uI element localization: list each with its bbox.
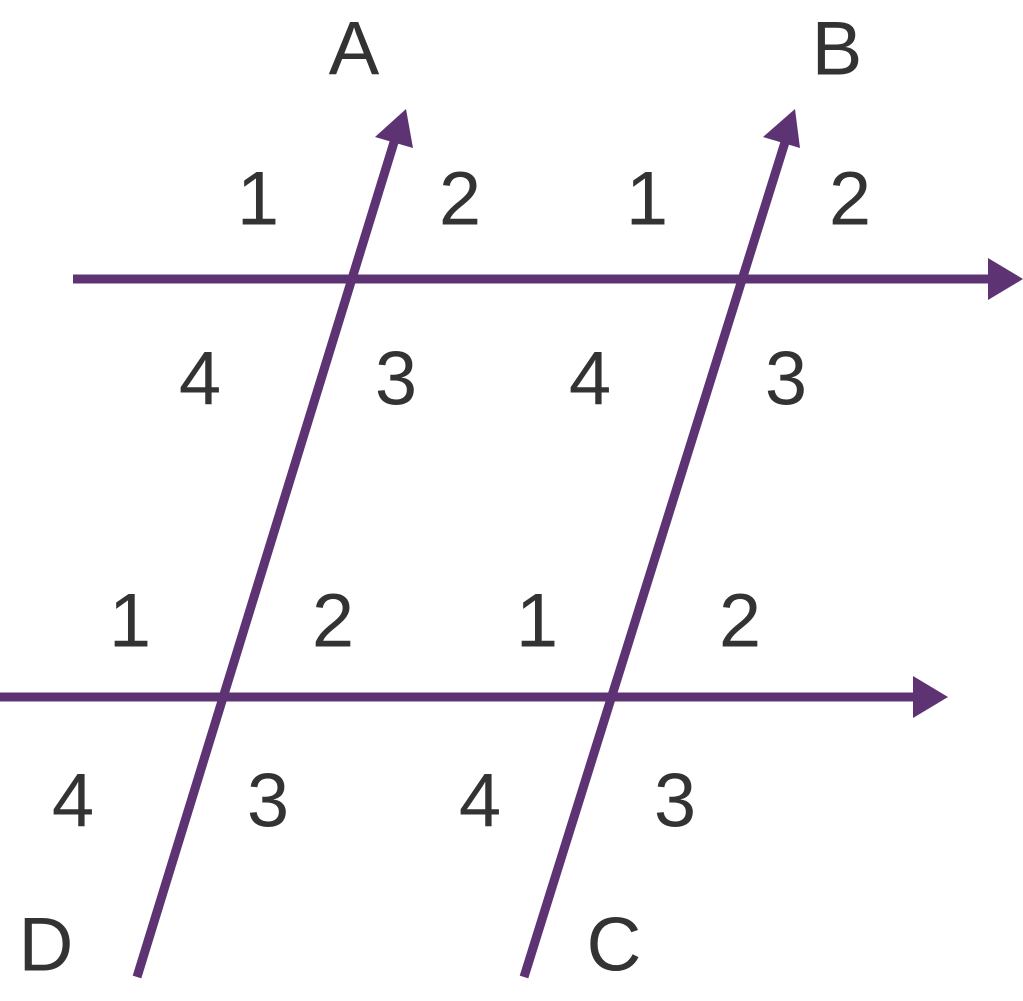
angle-label-bottom-left-2: 2 bbox=[312, 579, 354, 664]
line-label-a: A bbox=[329, 7, 380, 92]
transversal-b-arrowhead bbox=[763, 109, 800, 148]
transversal-da-line bbox=[132, 137, 400, 979]
line-label-c: C bbox=[587, 903, 642, 988]
angle-label-top-left-3: 3 bbox=[375, 337, 417, 422]
angle-label-top-right-4: 4 bbox=[569, 337, 611, 422]
angle-label-top-right-2: 2 bbox=[829, 157, 871, 242]
angle-label-top-right-3: 3 bbox=[765, 337, 807, 422]
angle-label-top-left-4: 4 bbox=[179, 337, 221, 422]
angle-label-bottom-right-4: 4 bbox=[459, 759, 501, 844]
line-label-b: B bbox=[812, 7, 863, 92]
angle-label-bottom-right-2: 2 bbox=[719, 579, 761, 664]
angle-label-bottom-left-4: 4 bbox=[52, 759, 94, 844]
angle-label-top-right-1: 1 bbox=[626, 157, 668, 242]
line-label-d: D bbox=[19, 903, 74, 988]
transversal-cb-line bbox=[519, 137, 791, 979]
upper-horizontal-arrowhead bbox=[988, 258, 1023, 300]
angle-label-bottom-right-1: 1 bbox=[516, 579, 558, 664]
lower-horizontal-arrowhead bbox=[913, 676, 948, 718]
angle-label-bottom-left-1: 1 bbox=[109, 579, 151, 664]
angle-label-top-left-1: 1 bbox=[237, 157, 279, 242]
angle-label-bottom-right-3: 3 bbox=[654, 759, 696, 844]
transversal-a-arrowhead bbox=[375, 109, 413, 148]
angle-label-top-left-2: 2 bbox=[439, 157, 481, 242]
angle-label-bottom-left-3: 3 bbox=[247, 759, 289, 844]
